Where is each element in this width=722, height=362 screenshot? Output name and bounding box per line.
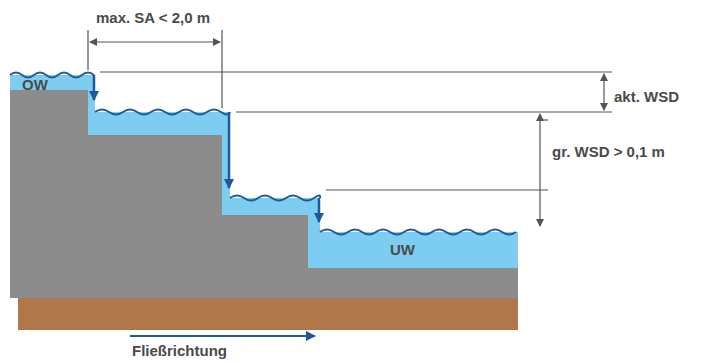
dimension-lines xyxy=(88,30,612,226)
dimension-label: akt. WSD xyxy=(614,89,679,104)
region-label: OW xyxy=(22,77,48,92)
flow-arrow xyxy=(130,335,315,337)
soil-layer xyxy=(18,298,518,330)
region-label: UW xyxy=(390,242,415,257)
dimension-label: max. SA < 2,0 m xyxy=(96,10,210,25)
step-structure xyxy=(10,90,518,298)
overflow-arrows xyxy=(94,75,319,222)
flow-label: Fließrichtung xyxy=(132,343,227,358)
water-surfaces xyxy=(10,73,516,235)
dimension-label: gr. WSD > 0,1 m xyxy=(552,144,665,159)
